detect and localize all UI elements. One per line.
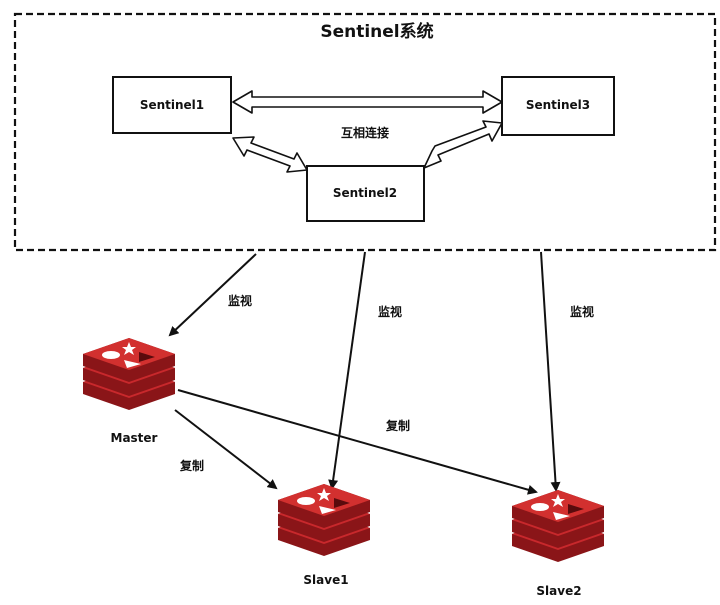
link-arrow-s1-s3 xyxy=(232,90,503,114)
monitor-label-slave1: 监视 xyxy=(378,304,402,319)
sentinel1-label: Sentinel1 xyxy=(140,98,204,112)
slave2-label: Slave2 xyxy=(536,584,581,598)
sentinel1-box: Sentinel1 xyxy=(112,76,232,134)
slave1-label: Slave1 xyxy=(303,573,348,587)
monitor-arrow-slave1 xyxy=(328,251,366,490)
slave2-redis-icon xyxy=(512,490,604,562)
monitor-label-slave2: 监视 xyxy=(570,304,594,319)
monitor-arrow-slave2 xyxy=(540,251,561,492)
link-arrow-s1-s2 xyxy=(232,136,308,173)
replicate-label-slave1: 复制 xyxy=(179,458,204,473)
replicate-label-slave2: 复制 xyxy=(385,418,410,433)
replicate-arrow-slave2 xyxy=(177,389,538,495)
monitor-label-master: 监视 xyxy=(228,293,252,308)
slave1-redis-icon xyxy=(278,484,370,556)
sentinel2-box: Sentinel2 xyxy=(306,165,425,222)
sentinel3-label: Sentinel3 xyxy=(526,98,590,112)
replicate-arrow-slave1 xyxy=(174,409,278,490)
sentinel-cluster-border xyxy=(13,12,717,252)
monitor-arrow-master xyxy=(168,253,257,337)
link-arrow-s3-s2 xyxy=(423,120,503,169)
master-redis-icon xyxy=(83,338,175,410)
sentinel3-box: Sentinel3 xyxy=(501,76,615,136)
sentinel2-label: Sentinel2 xyxy=(333,186,397,200)
cluster-title: Sentinel系统 xyxy=(320,21,433,42)
link-label: 互相连接 xyxy=(341,125,389,140)
master-label: Master xyxy=(111,431,158,445)
